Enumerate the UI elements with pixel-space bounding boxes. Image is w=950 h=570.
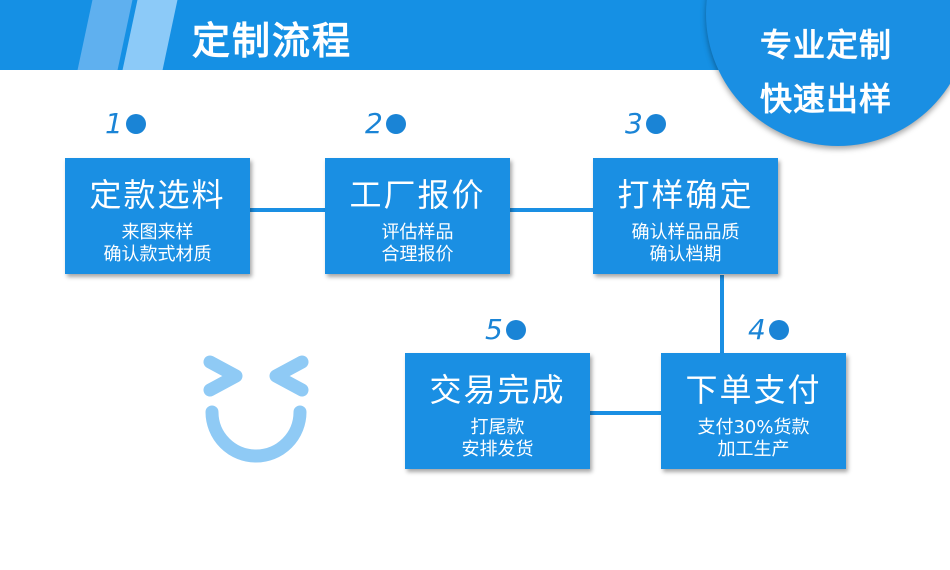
step-desc: 来图来样 xyxy=(121,222,194,243)
step-desc: 确认档期 xyxy=(649,244,722,265)
step-number-text: 1 xyxy=(105,107,123,140)
step-desc: 确认款式材质 xyxy=(103,244,212,265)
step-number-5: 5 xyxy=(485,313,526,346)
connector-3-4 xyxy=(720,275,724,353)
step-number-text: 4 xyxy=(748,313,766,346)
page-title: 定制流程 xyxy=(192,19,353,63)
smiley-icon xyxy=(203,355,309,463)
step-desc: 加工生产 xyxy=(717,439,790,460)
dot-icon xyxy=(125,113,146,134)
step-desc: 确认样品品质 xyxy=(631,222,740,243)
dot-icon xyxy=(505,319,526,340)
step-box-2: 工厂报价评估样品合理报价 xyxy=(325,158,510,274)
step-box-4: 下单支付支付30%货款加工生产 xyxy=(661,353,846,469)
step-number-4: 4 xyxy=(748,313,789,346)
step-box-5: 交易完成打尾款安排发货 xyxy=(405,353,590,469)
step-box-1: 定款选料来图来样确认款式材质 xyxy=(65,158,250,274)
step-desc: 支付30%货款 xyxy=(697,417,810,438)
dot-icon xyxy=(645,113,666,134)
step-title: 工厂报价 xyxy=(349,176,486,214)
badge-text: 专业定制快速出样 xyxy=(760,18,892,126)
step-title: 交易完成 xyxy=(429,371,566,409)
step-number-1: 1 xyxy=(105,107,146,140)
dot-icon xyxy=(768,319,789,340)
step-box-3: 打样确定确认样品品质确认档期 xyxy=(593,158,778,274)
step-desc: 合理报价 xyxy=(381,244,454,265)
connector-4-5 xyxy=(590,411,661,415)
badge-line2: 快速出样 xyxy=(760,80,893,118)
connector-1-2 xyxy=(250,208,325,212)
dot-icon xyxy=(385,113,406,134)
connector-2-3 xyxy=(510,208,593,212)
step-number-text: 3 xyxy=(625,107,643,140)
step-number-3: 3 xyxy=(625,107,666,140)
step-number-text: 2 xyxy=(365,107,383,140)
step-desc: 评估样品 xyxy=(381,222,454,243)
step-title: 下单支付 xyxy=(685,371,822,409)
step-desc: 安排发货 xyxy=(461,439,534,460)
step-title: 定款选料 xyxy=(89,176,226,214)
step-number-2: 2 xyxy=(365,107,406,140)
step-desc: 打尾款 xyxy=(470,417,525,438)
step-title: 打样确定 xyxy=(617,176,754,214)
badge-line1: 专业定制 xyxy=(760,26,893,64)
step-number-text: 5 xyxy=(485,313,503,346)
